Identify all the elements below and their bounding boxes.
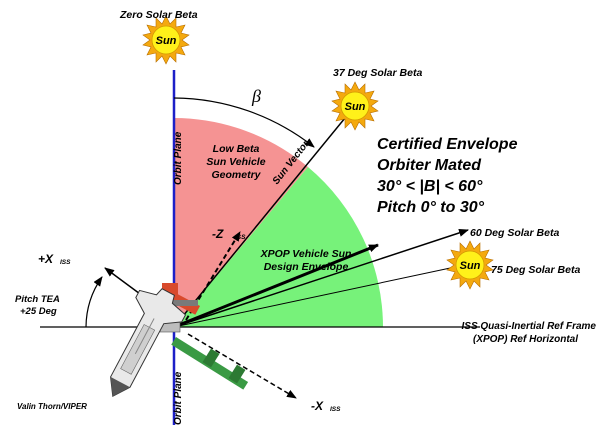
beta-75-line [173,266,456,328]
low-beta-region [174,118,308,327]
sun-label: Sun [460,260,481,272]
pitch-arc [85,276,103,328]
beta-60-label: 60 Deg Solar Beta [470,227,559,239]
pos-x-label: +X [38,252,54,266]
beta-symbol: β [251,86,261,106]
sun-label: Sun [156,35,177,47]
orbit-plane-label: Orbit Plane [173,131,184,185]
beta-60-line [173,229,469,328]
certified-label-line2: Orbiter Mated [377,157,482,174]
pos-x-subscript: ISS [60,259,71,266]
neg-x-subscript: ISS [330,406,341,413]
design-vector-arrow [173,243,379,329]
ref-frame-label-line1: ISS Quasi-Inertial Ref Frame [462,321,597,332]
beta-angle-arc [173,97,315,148]
zero-beta-label: Zero Solar Beta [119,9,198,21]
pitch-tea-label-line1: Pitch TEA [15,294,60,305]
xpop-envelope-region [174,167,383,327]
xpop-envelope-label-line2: Design Envelope [264,261,349,273]
pitch-tea-label-line2: +25 Deg [20,306,57,317]
iss-station-icon [159,283,249,390]
space-shuttle-icon [110,288,187,397]
low-beta-label-line3: Geometry [211,169,261,181]
certified-label-line3: 30° < |B| < 60° [377,178,483,195]
ref-frame-label-line2: (XPOP) Ref Horizontal [473,334,578,345]
xpop-envelope-label-line1: XPOP Vehicle Sun [260,248,352,260]
sun-label: Sun [345,101,366,113]
credit-label: Valin Thorn/VIPER [17,402,87,411]
low-beta-label-line1: Low Beta [213,143,260,155]
low-beta-label-line2: Sun Vehicle [206,156,265,168]
neg-z-subscript: ISS [235,234,246,241]
orbit-plane-label-bottom: Orbit Plane [173,371,184,425]
certified-label-line4: Pitch 0° to 30° [377,199,485,216]
beta-75-label: 75 Deg Solar Beta [491,264,580,276]
neg-x-axis-arrow [187,333,297,399]
beta-37-label: 37 Deg Solar Beta [333,67,422,79]
neg-x-label: -X [311,399,324,413]
neg-z-label: -Z [212,227,224,241]
certified-label-line1: Certified Envelope [377,136,518,153]
